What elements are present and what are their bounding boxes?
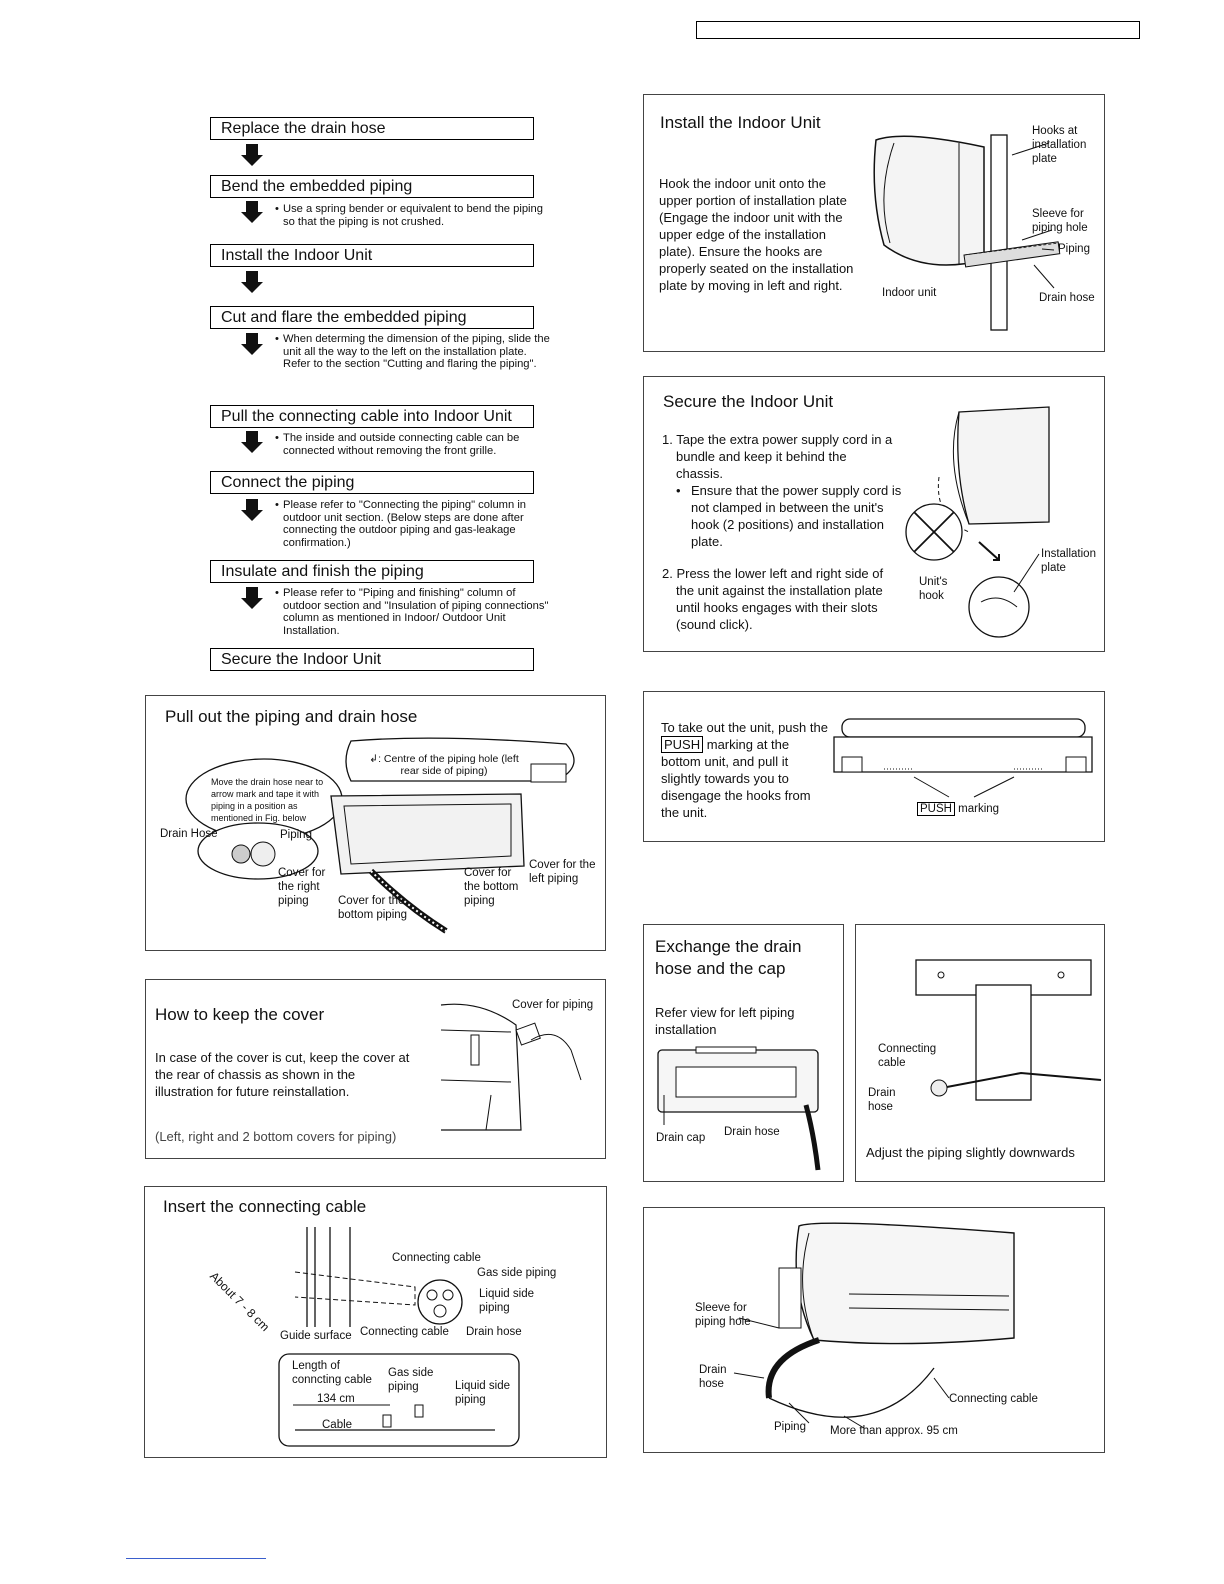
step-pull-cable: Pull the connecting cable into Indoor Un… [210, 405, 534, 428]
label-drain-hose: Drain hose [466, 1325, 522, 1339]
label-cover-bottom-2: Cover for the bottom piping [464, 866, 524, 908]
label-connecting-cable-2: Connecting cable [360, 1325, 449, 1339]
step-insulate: Insulate and finish the piping [210, 560, 534, 583]
label-cable: Cable [322, 1418, 352, 1432]
step-bend-piping: Bend the embedded piping [210, 175, 534, 198]
label-gas-side-piping: Gas side piping [477, 1266, 556, 1280]
exchange-instructions: Refer view for left piping installation [655, 1004, 835, 1038]
down-arrow-icon [241, 271, 263, 293]
cable-length-value: 134 cm [317, 1392, 355, 1406]
label-gas-side-piping-2: Gas side piping [388, 1366, 438, 1394]
down-arrow-icon [241, 587, 263, 609]
label-cover-bottom: Cover for the bottom piping [338, 894, 412, 922]
label-drain-hose: Drain hose [868, 1086, 908, 1114]
panel-title: How to keep the cover [155, 1005, 324, 1025]
label-liquid-side-piping-2: Liquid side piping [455, 1379, 517, 1407]
secure-step-2: 2. Press the lower left and right side o… [662, 565, 902, 633]
label-indoor-unit: Indoor unit [882, 286, 936, 300]
note-cut: •When determing the dimension of the pip… [283, 333, 553, 371]
label-liquid-side-piping: Liquid side piping [479, 1287, 549, 1315]
label-centre-piping-hole: ↲: Centre of the piping hole (left rear … [369, 753, 519, 777]
step-cut-flare: Cut and flare the embedded piping [210, 306, 534, 329]
insert-cable-panel: Insert the connecting cable About 7 - 8 … [144, 1186, 607, 1458]
step-install-indoor-unit: Install the Indoor Unit [210, 244, 534, 267]
label-sleeve-piping-hole: Sleeve for piping hole [695, 1301, 765, 1329]
label-units-hook: Unit's hook [919, 575, 959, 603]
exchange-diagram [656, 1045, 826, 1175]
label-cover-left: Cover for the left piping [529, 858, 603, 886]
take-out-instructions: To take out the unit, push the PUSH mark… [661, 719, 831, 821]
down-arrow-icon [241, 201, 263, 223]
label-connecting-cable: Connecting cable [949, 1392, 1038, 1406]
panel-title: Secure the Indoor Unit [663, 392, 833, 412]
label-drain-hose: Drain hose [724, 1125, 780, 1139]
down-arrow-icon [241, 144, 263, 166]
label-drain-hose: Drain Hose [160, 827, 218, 841]
note-pull: •The inside and outside connecting cable… [283, 432, 553, 457]
cover-note: (Left, right and 2 bottom covers for pip… [155, 1128, 396, 1145]
label-piping: Piping [774, 1420, 806, 1434]
final-unit-diagram [644, 1208, 1106, 1454]
exchange-drain-hose-panel: Exchange the drain hose and the cap Refe… [643, 924, 844, 1182]
installation-plate-diagram [911, 955, 1101, 1105]
take-out-unit-panel: To take out the unit, push the PUSH mark… [643, 691, 1105, 842]
cover-diagram [441, 1000, 601, 1150]
secure-step-1: 1. Tape the extra power supply cord in a… [662, 431, 894, 482]
install-instructions: Hook the indoor unit onto the upper port… [659, 175, 859, 294]
cover-instructions: In case of the cover is cut, keep the co… [155, 1049, 415, 1100]
secure-diagram [899, 402, 1099, 642]
install-indoor-unit-panel: Install the Indoor Unit Hook the indoor … [643, 94, 1105, 352]
label-piping: Piping [1058, 242, 1090, 256]
label-drain-hose: Drain hose [699, 1363, 739, 1391]
adjust-caption: Adjust the piping slightly downwards [866, 1144, 1101, 1161]
label-installation-plate: Installation plate [1041, 547, 1107, 575]
note-bend: •Use a spring bender or equivalent to be… [283, 203, 553, 228]
panel-title: Exchange the drain hose and the cap [655, 936, 825, 980]
down-arrow-icon [241, 431, 263, 453]
note-connect: •Please refer to "Connecting the piping"… [283, 499, 553, 549]
pull-out-piping-panel: Pull out the piping and drain hose ↲: Ce… [145, 695, 606, 951]
secure-indoor-unit-panel: Secure the Indoor Unit 1. Tape the extra… [643, 376, 1105, 652]
label-min-length: More than approx. 95 cm [830, 1424, 958, 1438]
label-cable-length: Length of conncting cable [292, 1359, 382, 1387]
label-sleeve: Sleeve for piping hole [1032, 207, 1104, 235]
step-replace-drain-hose: Replace the drain hose [210, 117, 534, 140]
label-guide-surface: Guide surface [280, 1329, 352, 1343]
footer-link-underline [126, 1558, 266, 1559]
label-connecting-cable: Connecting cable [392, 1251, 481, 1265]
label-cover-right: Cover for the right piping [278, 866, 334, 908]
final-unit-panel: Sleeve for piping hole Drain hose Piping… [643, 1207, 1105, 1453]
note-insulate: •Please refer to "Piping and finishing" … [283, 587, 553, 637]
insert-cable-diagram [145, 1187, 608, 1459]
keep-cover-panel: How to keep the cover In case of the cov… [145, 979, 606, 1159]
header-box [696, 21, 1140, 39]
adjust-piping-panel: Connecting cable Drain hose Adjust the p… [855, 924, 1105, 1182]
label-connecting-cable: Connecting cable [878, 1042, 948, 1070]
push-marking-label: PUSH marking [917, 802, 999, 816]
down-arrow-icon [241, 499, 263, 521]
push-label: PUSH [661, 736, 703, 753]
step-connect-piping: Connect the piping [210, 471, 534, 494]
label-piping: Piping [280, 828, 312, 842]
bubble-instructions: Move the drain hose near to arrow mark a… [211, 776, 326, 824]
secure-sub-note: •Ensure that the power supply cord is no… [676, 482, 902, 550]
label-hooks: Hooks at installation plate [1032, 124, 1104, 166]
step-secure-unit: Secure the Indoor Unit [210, 648, 534, 671]
label-drain-hose: Drain hose [1039, 291, 1095, 305]
down-arrow-icon [241, 333, 263, 355]
panel-title: Install the Indoor Unit [660, 113, 821, 133]
label-drain-cap: Drain cap [656, 1131, 705, 1145]
